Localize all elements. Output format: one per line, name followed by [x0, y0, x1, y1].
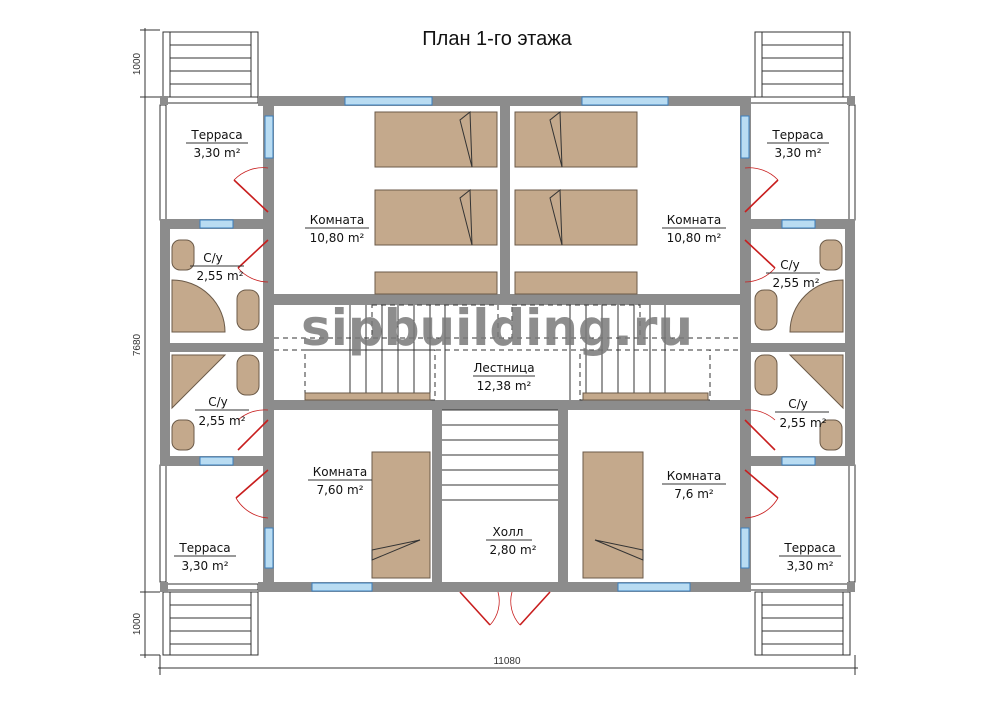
beds: [304, 110, 709, 579]
hall-name: Холл: [493, 525, 524, 539]
room-tr-area: 10,80 m²: [667, 231, 722, 245]
doors: [233, 167, 779, 626]
walls: [160, 96, 855, 592]
terrace-tr-name: Терраса: [771, 128, 823, 142]
bath-tr-name: С/у: [780, 258, 800, 272]
room-bl-name: Комната: [313, 465, 367, 479]
terrace-br-area: 3,30 m²: [786, 559, 833, 573]
terrace-tr-area: 3,30 m²: [774, 146, 821, 160]
stairs-name: Лестница: [473, 361, 534, 375]
room-br-name: Комната: [667, 469, 721, 483]
watermark: sipbuilding.ru: [301, 299, 693, 357]
bathroom-fixtures: [171, 239, 844, 451]
bath-tr-area: 2,55 m²: [772, 276, 819, 290]
dim-middle: 7680: [132, 333, 143, 356]
terrace-tl-name: Терраса: [190, 128, 242, 142]
room-tr-name: Комната: [667, 213, 721, 227]
bath-bl-name: С/у: [208, 395, 228, 409]
terrace-bl-area: 3,30 m²: [181, 559, 228, 573]
room-tl-name: Комната: [310, 213, 364, 227]
dim-top: 1000: [132, 52, 143, 75]
plan-title: План 1-го этажа: [422, 28, 572, 50]
windows: [199, 96, 816, 592]
room-labels: Терраса 3,30 m² Терраса 3,30 m² Терраса …: [174, 128, 841, 573]
terrace-br-name: Терраса: [783, 541, 835, 555]
stairs-area: 12,38 m²: [477, 379, 532, 393]
hall-area: 2,80 m²: [489, 543, 536, 557]
bath-tl-area: 2,55 m²: [196, 269, 243, 283]
dimension-lines: [140, 28, 858, 675]
bath-br-area: 2,55 m²: [779, 416, 826, 430]
staircase: [274, 304, 740, 501]
bath-br-name: С/у: [788, 397, 808, 411]
outdoor-stairs: [162, 31, 851, 656]
room-br-area: 7,6 m²: [674, 487, 714, 501]
terrace-bl-name: Терраса: [178, 541, 230, 555]
room-bl-area: 7,60 m²: [316, 483, 363, 497]
dim-width: 11080: [493, 656, 521, 667]
bath-bl-area: 2,55 m²: [198, 414, 245, 428]
bath-tl-name: С/у: [203, 251, 223, 265]
dim-bottom: 1000: [132, 612, 143, 635]
room-tl-area: 10,80 m²: [310, 231, 365, 245]
terrace-railings: [159, 96, 856, 591]
terrace-tl-area: 3,30 m²: [193, 146, 240, 160]
